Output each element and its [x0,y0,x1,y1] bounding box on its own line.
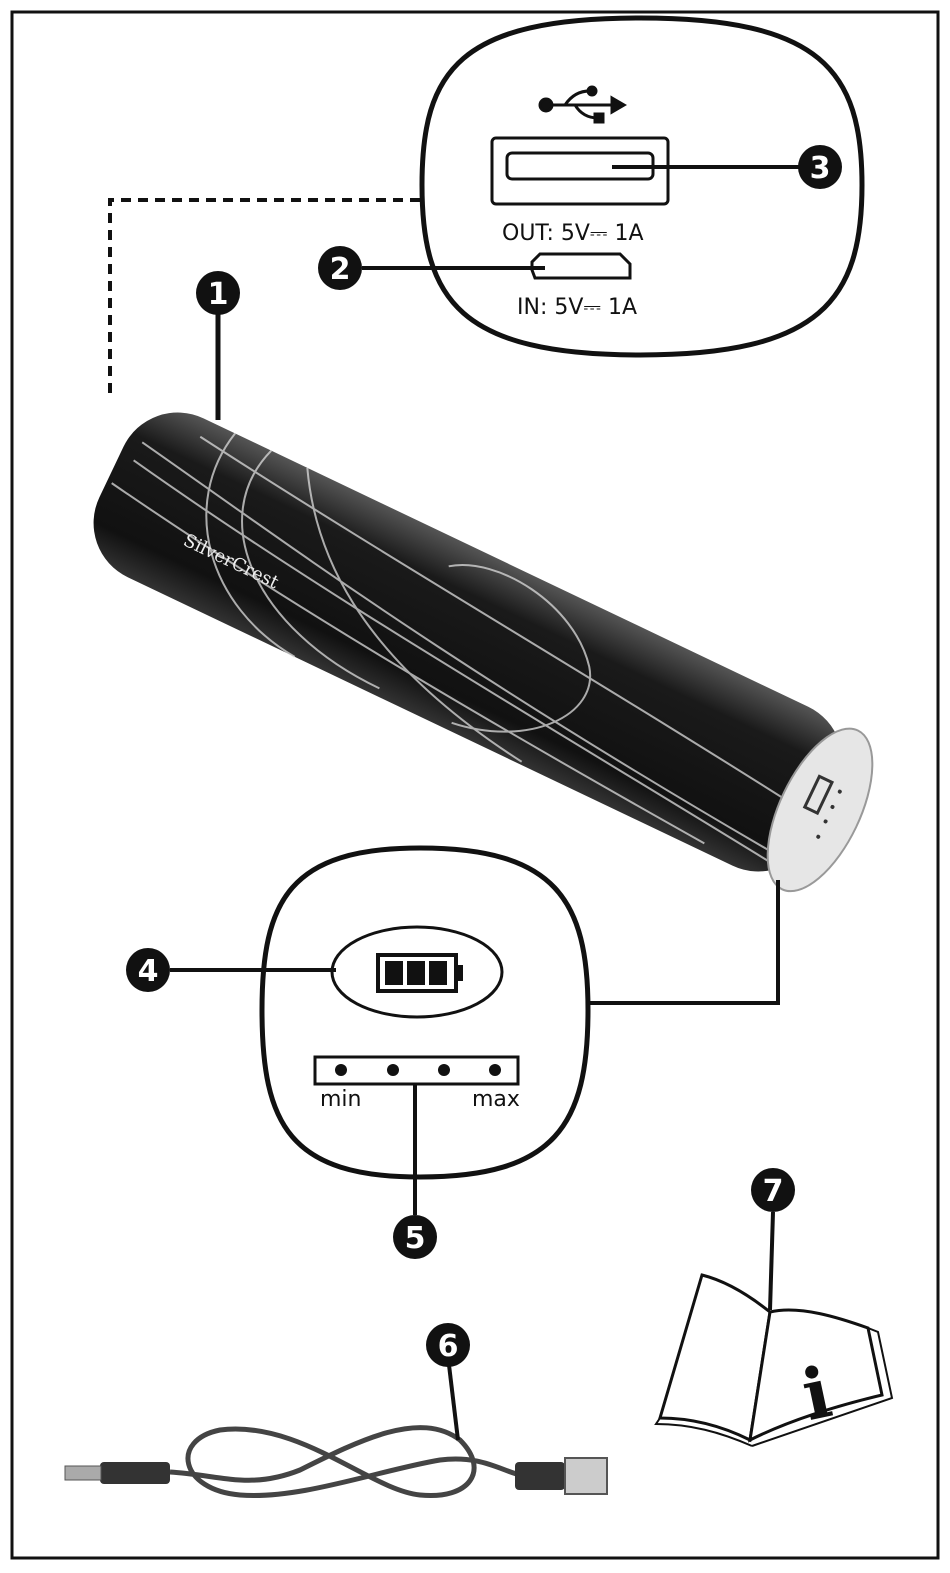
callout-6-number: 6 [438,1329,459,1364]
instruction-manual [654,1273,894,1447]
callout-2-number: 2 [330,252,351,287]
battery-icon [376,953,463,993]
in-spec-label: IN: 5V⎓ 1A [517,295,637,320]
callout-5-number: 5 [405,1221,426,1256]
usb-a-connector [515,1462,565,1490]
led-2 [387,1064,399,1076]
indicator-detail-bubble [259,845,591,1180]
led-3 [438,1064,450,1076]
callout-7 [751,1168,795,1212]
indicator-leader [585,880,780,1005]
led-min-label: min [320,1087,362,1112]
callout-4-number: 4 [138,954,159,989]
led-max-label: max [472,1087,520,1112]
led-4 [489,1064,501,1076]
callout-3 [798,145,842,189]
ports-detail-bubble [419,15,865,358]
leader-6 [447,1364,460,1441]
power-bank: SilverCrest [93,412,874,893]
callout-2 [318,246,362,290]
callout-3-number: 3 [810,151,831,186]
led-1 [335,1064,347,1076]
micro-usb-connector [100,1462,170,1484]
out-spec-label: OUT: 5V⎓ 1A [502,221,644,246]
callout-7-number: 7 [763,1174,784,1209]
callout-6 [426,1323,470,1367]
leader-7 [768,1211,775,1311]
usb-icon [538,85,627,124]
usb-cable [64,1425,608,1499]
swirl-decoration [111,432,817,870]
page-frame [10,10,940,1560]
callout-4 [126,948,170,992]
dashed-connector [108,198,420,400]
callout-5 [393,1215,437,1259]
cap-battery-indicator [802,774,835,816]
callout-1 [196,271,240,315]
callout-1-number: 1 [208,277,229,312]
micro-usb-port [530,252,632,280]
usb-a-port [490,136,670,206]
